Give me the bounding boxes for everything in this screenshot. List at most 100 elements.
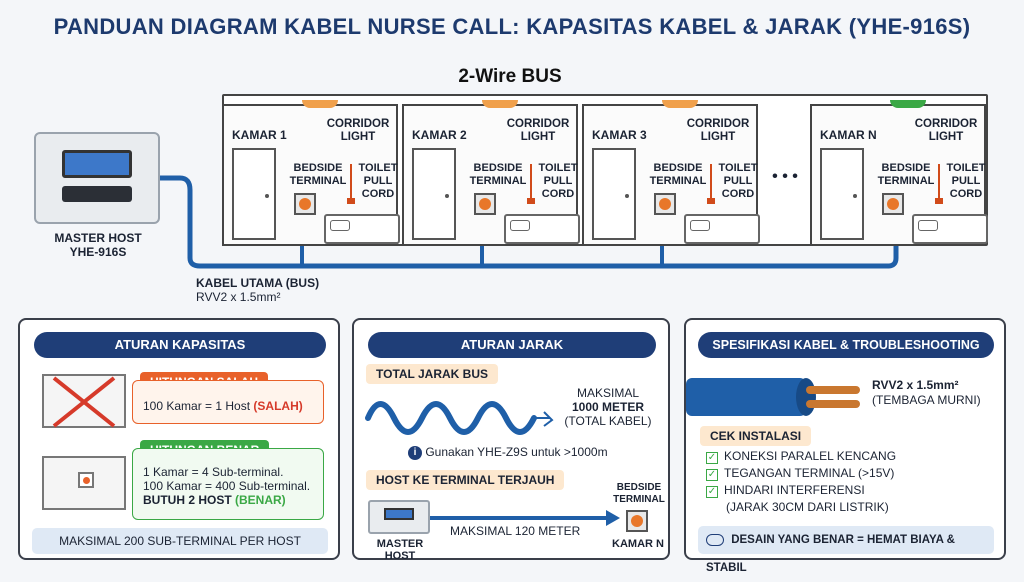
check-tag: CEK INSTALASI — [700, 426, 812, 446]
check-item: ✓TEGANGAN TERMINAL (>15V) — [706, 466, 895, 481]
room-name: KAMAR N — [820, 128, 877, 142]
far-bedside-label: BEDSIDE TERMINAL — [613, 482, 665, 505]
corridor-light-icon — [302, 100, 338, 108]
door-icon — [820, 148, 864, 240]
door-icon — [592, 148, 636, 240]
cross-icon — [52, 376, 116, 428]
room-name: KAMAR 3 — [592, 128, 647, 142]
corridor-light-label: CORRIDOR LIGHT — [326, 118, 390, 143]
bedside-terminal-icon — [882, 193, 904, 215]
master-host-device — [34, 132, 160, 224]
bedside-terminal-icon — [474, 193, 496, 215]
spec-heading: SPESIFIKASI KABEL & TROUBLESHOOTING — [698, 332, 994, 358]
room-name: KAMAR 2 — [412, 128, 467, 142]
bed-icon — [684, 214, 760, 244]
check-item: ✓KONEKSI PARALEL KENCANG — [706, 449, 897, 464]
right-line-1: 1 Kamar = 4 Sub-terminal. — [143, 465, 284, 479]
master-buttons — [62, 186, 132, 202]
mini-host-label: MASTER HOST — [376, 538, 424, 562]
bedside-label: BEDSIDE TERMINAL — [289, 162, 347, 187]
room-name: KAMAR 1 — [232, 128, 287, 142]
bedside-label: BEDSIDE TERMINAL — [649, 162, 707, 187]
bus-label: 2-Wire BUS — [458, 66, 562, 87]
wrong-room-icon — [42, 374, 126, 428]
distance-heading: ATURAN JARAK — [368, 332, 656, 358]
check-note: (JARAK 30CM DARI LISTRIK) — [726, 500, 889, 514]
far-terminal-icon — [626, 510, 648, 532]
cable-spec: RVV2 x 1.5mm² (TEMBAGA MURNI) — [872, 378, 981, 408]
bus-cable-main — [160, 175, 899, 269]
chat-bubble-icon — [706, 533, 724, 546]
right-room-icon — [42, 456, 126, 510]
host-terminal-tag: HOST KE TERMINAL TERJAUH — [366, 470, 565, 490]
cable-icon — [686, 378, 860, 416]
bedside-terminal-icon — [294, 193, 316, 215]
info-row: i Gunakan YHE-Z9S untuk >1000m — [408, 444, 608, 460]
room-2: KAMAR 2 CORRIDOR LIGHT BEDSIDE TERMINAL … — [402, 100, 580, 246]
bedside-label: BEDSIDE TERMINAL — [877, 162, 935, 187]
max-line-2: 1000 METER — [571, 400, 645, 414]
toilet-label: TOILET PULL CORD — [358, 162, 398, 200]
room-1: KAMAR 1 CORRIDOR LIGHT BEDSIDE TERMINAL … — [222, 100, 400, 246]
mini-host-icon — [368, 500, 430, 534]
far-room-label: KAMAR N — [612, 538, 664, 550]
terminal-icon — [78, 472, 94, 488]
corridor-light-label: CORRIDOR LIGHT — [506, 118, 570, 143]
toilet-label: TOILET PULL CORD — [946, 162, 986, 200]
checkbox-icon: ✓ — [706, 469, 718, 481]
master-host-model: YHE-916S — [69, 245, 127, 259]
bed-icon — [912, 214, 988, 244]
right-note: (BENAR) — [235, 493, 286, 507]
cable-spec-line-1: RVV2 x 1.5mm² — [872, 378, 959, 392]
master-screen — [62, 150, 132, 178]
bedside-terminal-icon — [654, 193, 676, 215]
capacity-panel: ATURAN KAPASITAS HITUNGAN SALAH 100 Kama… — [18, 318, 340, 560]
toilet-label: TOILET PULL CORD — [718, 162, 758, 200]
page-title: PANDUAN DIAGRAM KABEL NURSE CALL: KAPASI… — [53, 14, 971, 39]
right-line-3: BUTUH 2 HOST — [143, 493, 232, 507]
capacity-heading: ATURAN KAPASITAS — [34, 332, 326, 358]
coil-cable-icon — [365, 401, 554, 435]
wrong-note: (SALAH) — [253, 399, 303, 413]
spec-footer: DESAIN YANG BENAR = HEMAT BIAYA & STABIL — [698, 526, 994, 574]
info-text: Gunakan YHE-Z9S untuk >1000m — [425, 445, 608, 459]
corridor-light-icon — [890, 100, 926, 108]
door-icon — [412, 148, 456, 240]
max-line-1: MAKSIMAL — [576, 386, 639, 400]
pull-cord-icon — [935, 164, 943, 204]
info-icon: i — [408, 445, 422, 460]
wrong-box: 100 Kamar = 1 Host (SALAH) — [132, 380, 324, 424]
arrow-label: MAKSIMAL 120 METER — [450, 524, 581, 538]
corridor-light-label: CORRIDOR LIGHT — [686, 118, 750, 143]
cable-spec-line-2: (TEMBAGA MURNI) — [872, 393, 981, 407]
pull-cord-icon — [527, 164, 535, 204]
door-icon — [232, 148, 276, 240]
check-item: ✓HINDARI INTERFERENSI — [706, 483, 865, 498]
toilet-label: TOILET PULL CORD — [538, 162, 578, 200]
pull-cord-icon — [347, 164, 355, 204]
corridor-light-label: CORRIDOR LIGHT — [914, 118, 978, 143]
spec-panel: SPESIFIKASI KABEL & TROUBLESHOOTING RVV2… — [684, 318, 1006, 574]
max-line-3: (TOTAL KABEL) — [564, 414, 652, 428]
wrong-text: 100 Kamar = 1 Host — [143, 399, 251, 413]
room-3: KAMAR 3 CORRIDOR LIGHT BEDSIDE TERMINAL … — [582, 100, 760, 246]
distance-panel: ATURAN JARAK TOTAL JARAK BUS MAKSIMAL 10… — [352, 318, 670, 562]
main-cable-label: KABEL UTAMA (BUS) RVV2 x 1.5mm² — [196, 276, 319, 304]
right-line-2: 100 Kamar = 400 Sub-terminal. — [143, 479, 311, 493]
spec-footer-text: DESAIN YANG BENAR = HEMAT BIAYA & STABIL — [706, 534, 955, 574]
rooms-ellipsis: • • • — [772, 168, 798, 185]
bedside-label: BEDSIDE TERMINAL — [469, 162, 527, 187]
main-cable-name: KABEL UTAMA (BUS) — [196, 276, 320, 290]
corridor-light-icon — [662, 100, 698, 108]
pull-cord-icon — [707, 164, 715, 204]
room-n: KAMAR N CORRIDOR LIGHT BEDSIDE TERMINAL … — [810, 100, 988, 246]
master-host-name: MASTER HOST — [54, 231, 142, 245]
master-host-label: MASTER HOST YHE-916S — [40, 231, 156, 259]
right-box: 1 Kamar = 4 Sub-terminal. 100 Kamar = 40… — [132, 448, 324, 520]
distance-arrow — [430, 510, 620, 526]
checkbox-icon: ✓ — [706, 452, 718, 464]
max-total: MAKSIMAL 1000 METER (TOTAL KABEL) — [560, 386, 656, 428]
capacity-footer: MAKSIMAL 200 SUB-TERMINAL PER HOST — [32, 528, 328, 554]
bed-icon — [504, 214, 580, 244]
check-list: ✓KONEKSI PARALEL KENCANG ✓TEGANGAN TERMI… — [706, 448, 896, 516]
